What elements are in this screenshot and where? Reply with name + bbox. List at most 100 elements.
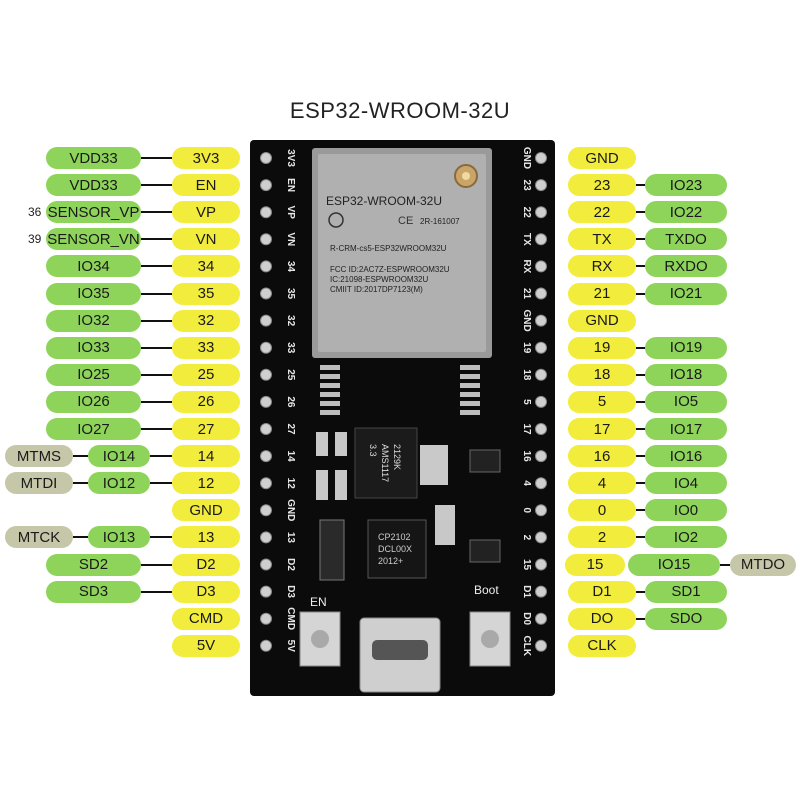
- module-pad: [460, 365, 480, 370]
- right-pin-label: GND: [568, 309, 636, 332]
- silkscreen-label: 19: [521, 342, 532, 354]
- silkscreen-label: RX: [521, 259, 532, 273]
- left-silkscreen: 3V3ENVPVN343532332526271412GND13D2D3CMD5…: [285, 149, 296, 652]
- smd-resistor: [435, 505, 455, 545]
- left-extra-function-label: MTDI: [5, 472, 73, 495]
- left-pin-label: 27: [172, 418, 240, 440]
- header-hole: [535, 423, 547, 435]
- connector-line: [636, 400, 645, 403]
- usb-chip-text-0: CP2102: [378, 532, 411, 542]
- en-button-label: EN: [310, 595, 327, 609]
- right-function-label: IO16: [645, 445, 727, 468]
- header-hole: [535, 531, 547, 544]
- left-pin-label: 32: [172, 309, 240, 332]
- module-pad: [320, 401, 340, 406]
- right-pin-label: 18: [568, 363, 636, 386]
- silkscreen-label: 14: [285, 451, 296, 463]
- header-hole: [535, 206, 547, 219]
- right-pin-label: 5: [568, 390, 636, 413]
- connector-line: [141, 319, 172, 322]
- connector-line: [636, 509, 645, 512]
- connector-line: [141, 428, 172, 430]
- right-pin-label: 0: [568, 499, 636, 522]
- right-function-label: SD1: [645, 580, 727, 603]
- right-pin-label: 16: [568, 445, 636, 468]
- right-function-label: TXDO: [645, 228, 727, 251]
- smd-transistor: [469, 539, 501, 563]
- right-function-label: IO23: [645, 174, 727, 197]
- connector-line: [636, 428, 645, 430]
- silkscreen-label: 22: [521, 207, 532, 219]
- usb-chip-text-2: 2012+: [378, 556, 403, 566]
- silkscreen-label: GND: [285, 499, 296, 521]
- right-function-label: IO17: [645, 418, 727, 440]
- connector-line: [150, 536, 172, 539]
- connector-line: [636, 617, 645, 620]
- right-function-label: IO0: [645, 499, 727, 522]
- right-pin-label: 23: [568, 174, 636, 197]
- module-pad: [460, 392, 480, 397]
- connector-line: [636, 238, 645, 241]
- left-pin-label: 12: [172, 472, 240, 495]
- header-hole: [260, 450, 272, 463]
- right-pin-label: 2: [568, 526, 636, 549]
- connector-line: [636, 455, 645, 458]
- header-hole: [260, 477, 272, 490]
- header-hole: [535, 152, 547, 164]
- right-function-label: IO2: [645, 526, 727, 549]
- header-hole: [260, 287, 272, 300]
- connector-line: [141, 373, 172, 376]
- header-hole: [535, 477, 547, 490]
- connector-line: [636, 265, 645, 268]
- left-function-label: IO25: [46, 363, 141, 386]
- left-function-label: IO35: [46, 282, 141, 305]
- micro-usb-opening: [372, 640, 428, 660]
- module-text-0: ESP32-WROOM-32U: [326, 194, 442, 208]
- silkscreen-label: 16: [521, 451, 532, 463]
- left-pin-label: EN: [172, 174, 240, 197]
- silkscreen-label: 4: [521, 480, 532, 486]
- wifi-icon: [328, 212, 344, 228]
- silkscreen-label: VP: [285, 206, 296, 220]
- right-function-label: SDO: [645, 607, 727, 630]
- left-function-label: SD2: [46, 553, 141, 576]
- header-hole: [260, 152, 272, 164]
- gpio-number: 39: [28, 232, 42, 247]
- connector-line: [636, 211, 645, 214]
- right-pin-label: 17: [568, 418, 636, 440]
- header-hole: [260, 314, 272, 327]
- silkscreen-label: EN: [285, 178, 296, 192]
- boot-button-cap: [481, 630, 499, 648]
- connector-line: [141, 590, 172, 593]
- diagram-title: ESP32-WROOM-32U: [289, 98, 511, 123]
- silkscreen-label: 12: [285, 478, 296, 490]
- module-shield-inner: [318, 154, 486, 352]
- silkscreen-label: 5V: [285, 640, 296, 653]
- header-hole: [260, 504, 272, 517]
- left-pin-label: D3: [172, 580, 240, 603]
- module-pad: [320, 410, 340, 415]
- right-pin-label: GND: [568, 147, 636, 169]
- connector-line: [141, 400, 172, 403]
- smd-capacitor: [335, 432, 347, 456]
- antenna-connector-center: [462, 172, 470, 180]
- regulator-chip: [354, 427, 418, 499]
- right-pin-label: DO: [568, 607, 636, 630]
- smd-capacitor: [316, 470, 328, 500]
- silkscreen-label: 18: [521, 369, 532, 381]
- right-function-label: RXDO: [645, 255, 727, 278]
- left-pin-label: 14: [172, 445, 240, 468]
- connector-line: [73, 536, 88, 539]
- silkscreen-label: GND: [521, 309, 532, 331]
- module-pad: [460, 410, 480, 415]
- header-hole: [535, 314, 547, 327]
- silkscreen-label: 33: [285, 342, 296, 354]
- silkscreen-label: TX: [521, 233, 532, 246]
- silkscreen-label: D1: [521, 585, 532, 598]
- header-hole: [535, 368, 547, 381]
- header-hole: [260, 585, 272, 598]
- header-hole: [260, 395, 272, 408]
- connector-line: [636, 536, 645, 539]
- connector-line: [636, 373, 645, 376]
